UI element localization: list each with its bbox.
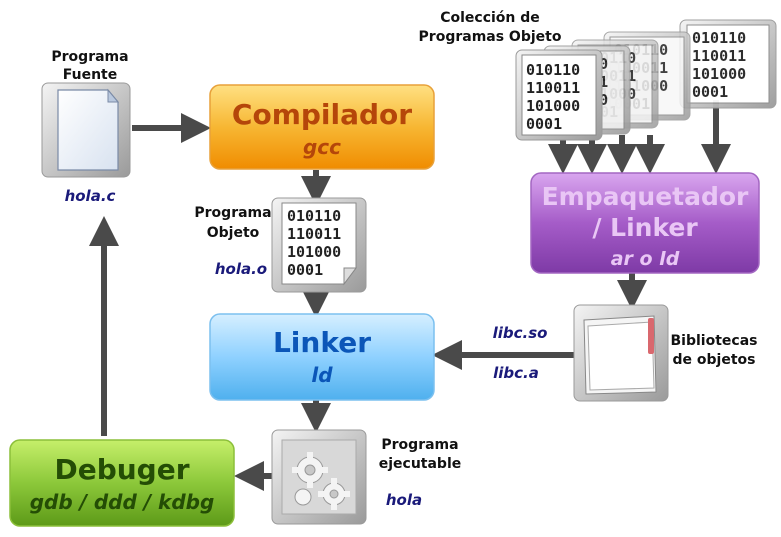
linker-title: Linker: [273, 326, 371, 359]
object-program-label-2: Objeto: [207, 225, 260, 241]
object-collection-group: Colección de Programas Objeto 010110 110…: [419, 10, 777, 141]
packager-title-1: Empaquetador: [542, 182, 749, 211]
object-binary-line-3: 101000: [287, 243, 341, 261]
collection-binary-line-2: 110011: [526, 79, 580, 97]
svg-text:110011: 110011: [692, 47, 746, 65]
object-binary-line-4: 0001: [287, 261, 323, 279]
svg-text:010110: 010110: [692, 29, 746, 47]
executable-label-2: ejecutable: [379, 456, 462, 472]
libraries-group: Bibliotecas de objetos libc.so libc.a: [493, 304, 758, 402]
svg-text:0001: 0001: [692, 83, 728, 101]
executable-group: Programa ejecutable hola: [271, 429, 462, 525]
debugger-title: Debuger: [54, 453, 189, 486]
libraries-label-2: de objetos: [673, 352, 756, 368]
compiler-title: Compilador: [232, 98, 412, 131]
collection-document-stack-icon: 010110 110011 101000 0001 010110 110011 …: [515, 19, 777, 141]
executable-filename: hola: [386, 491, 422, 509]
packager-subtitle: ar o ld: [611, 248, 680, 270]
collection-binary-line-3: 101000: [526, 97, 580, 115]
linker-box: Linker ld: [209, 313, 435, 401]
object-program-label-1: Programa: [194, 205, 271, 221]
debugger-box: Debuger gdb / ddd / kdbg: [9, 439, 235, 527]
arrows: [89, 100, 731, 491]
collection-label-1: Colección de: [440, 10, 540, 26]
collection-binary-line-4: 0001: [526, 115, 562, 133]
executable-gears-icon: [271, 429, 367, 525]
lib-shared-filename: libc.so: [493, 324, 548, 342]
packager-title-2: / Linker: [592, 213, 698, 242]
lib-static-filename: libc.a: [493, 364, 539, 382]
source-program-label-1: Programa: [51, 49, 128, 65]
object-binary-line-2: 110011: [287, 225, 341, 243]
collection-binary-line-1: 010110: [526, 61, 580, 79]
object-program-group: Programa Objeto hola.o 010110 110011 101…: [194, 197, 367, 293]
linker-subtitle: ld: [311, 363, 333, 387]
svg-text:101000: 101000: [692, 65, 746, 83]
object-filename: hola.o: [215, 260, 267, 278]
source-program-label-2: Fuente: [63, 67, 117, 83]
source-program-group: Programa Fuente hola.c: [41, 49, 131, 205]
packager-box: Empaquetador / Linker ar o ld: [530, 172, 760, 274]
compiler-subtitle: gcc: [303, 135, 341, 159]
source-document-icon: [41, 82, 131, 178]
debugger-subtitle: gdb / ddd / kdbg: [30, 490, 215, 514]
library-folder-icon: [573, 304, 669, 402]
object-binary-document-icon: 010110 110011 101000 0001: [271, 197, 367, 293]
collection-label-2: Programas Objeto: [419, 29, 562, 45]
compiler-box: Compilador gcc: [209, 84, 435, 170]
executable-label-1: Programa: [381, 437, 458, 453]
libraries-label-1: Bibliotecas: [671, 333, 758, 349]
object-binary-line-1: 010110: [287, 207, 341, 225]
source-filename: hola.c: [65, 187, 116, 205]
